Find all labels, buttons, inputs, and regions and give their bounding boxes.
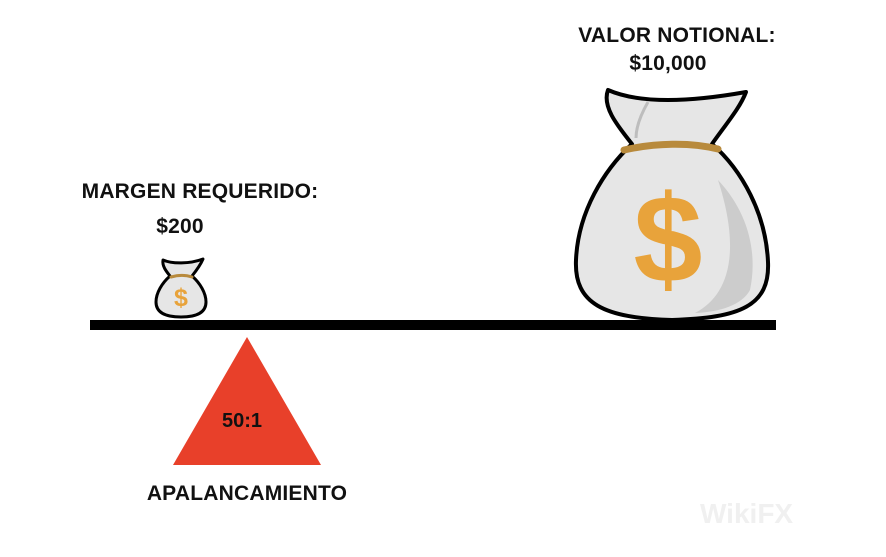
notional-title: VALOR NOTIONAL: xyxy=(578,24,776,47)
fulcrum-triangle xyxy=(173,337,321,465)
dollar-sign-small: $ xyxy=(174,284,188,312)
dollar-sign-large: $ xyxy=(634,171,703,309)
watermark-logo: WikiFX xyxy=(700,498,794,529)
margin-title: MARGEN REQUERIDO: xyxy=(81,180,319,203)
margin-amount: $200 xyxy=(156,215,204,238)
notional-amount: $10,000 xyxy=(629,52,707,75)
leverage-ratio: 50:1 xyxy=(222,410,262,432)
small-money-bag-icon: $ xyxy=(154,257,208,319)
leverage-label: APALANCAMIENTO xyxy=(146,482,348,505)
large-money-bag-icon: $ xyxy=(573,88,771,322)
lever-beam xyxy=(90,320,776,330)
